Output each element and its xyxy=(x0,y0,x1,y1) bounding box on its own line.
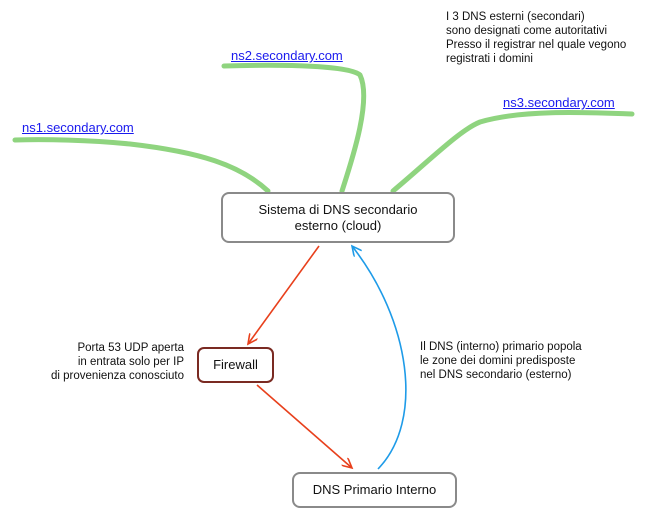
branch-ns3 xyxy=(390,109,635,194)
branch-ns2 xyxy=(221,62,367,194)
note-line: in entrata solo per IP xyxy=(77,356,184,368)
note-line: Porta 53 UDP aperta xyxy=(77,342,184,354)
ns2-link[interactable]: ns2.secondary.com xyxy=(231,48,343,63)
note-authoritative: I 3 DNS esterni (secondari) sono designa… xyxy=(446,10,626,66)
note-line: Il DNS (interno) primario popola xyxy=(420,341,582,353)
node-firewall[interactable]: Firewall xyxy=(197,347,274,383)
note-line: di provenienza conosciuto xyxy=(51,370,184,382)
note-firewall-port: Porta 53 UDP aperta in entrata solo per … xyxy=(51,341,184,383)
note-line: I 3 DNS esterni (secondari) xyxy=(446,11,585,23)
note-line: le zone dei domini predisposte xyxy=(420,355,576,367)
node-label: Sistema di DNS secondario esterno (cloud… xyxy=(259,202,418,234)
arrow-dns-to-cloud xyxy=(352,246,407,470)
node-label-line: Sistema di DNS secondario xyxy=(258,201,418,217)
ns3-link[interactable]: ns3.secondary.com xyxy=(503,95,615,110)
node-label: DNS Primario Interno xyxy=(312,482,437,497)
note-line: Presso il registrar nel quale vegono xyxy=(446,39,627,51)
ns1-link[interactable]: ns1.secondary.com xyxy=(22,120,134,135)
node-label-line: esterno (cloud) xyxy=(294,217,382,233)
note-line: sono designati come autoritativi xyxy=(446,25,608,37)
node-label: Firewall xyxy=(213,357,258,372)
node-dns-primario-interno[interactable]: DNS Primario Interno xyxy=(292,472,457,508)
note-line: nel DNS secondario (esterno) xyxy=(420,369,572,381)
note-line: registrati i domini xyxy=(446,53,533,65)
branch-ns1 xyxy=(12,137,271,194)
node-secondary-dns-cloud[interactable]: Sistema di DNS secondario esterno (cloud… xyxy=(221,192,455,243)
note-zone-transfer: Il DNS (interno) primario popola le zone… xyxy=(420,340,582,382)
arrow-firewall-to-dns xyxy=(256,384,352,468)
arrow-cloud-to-firewall xyxy=(248,245,320,344)
